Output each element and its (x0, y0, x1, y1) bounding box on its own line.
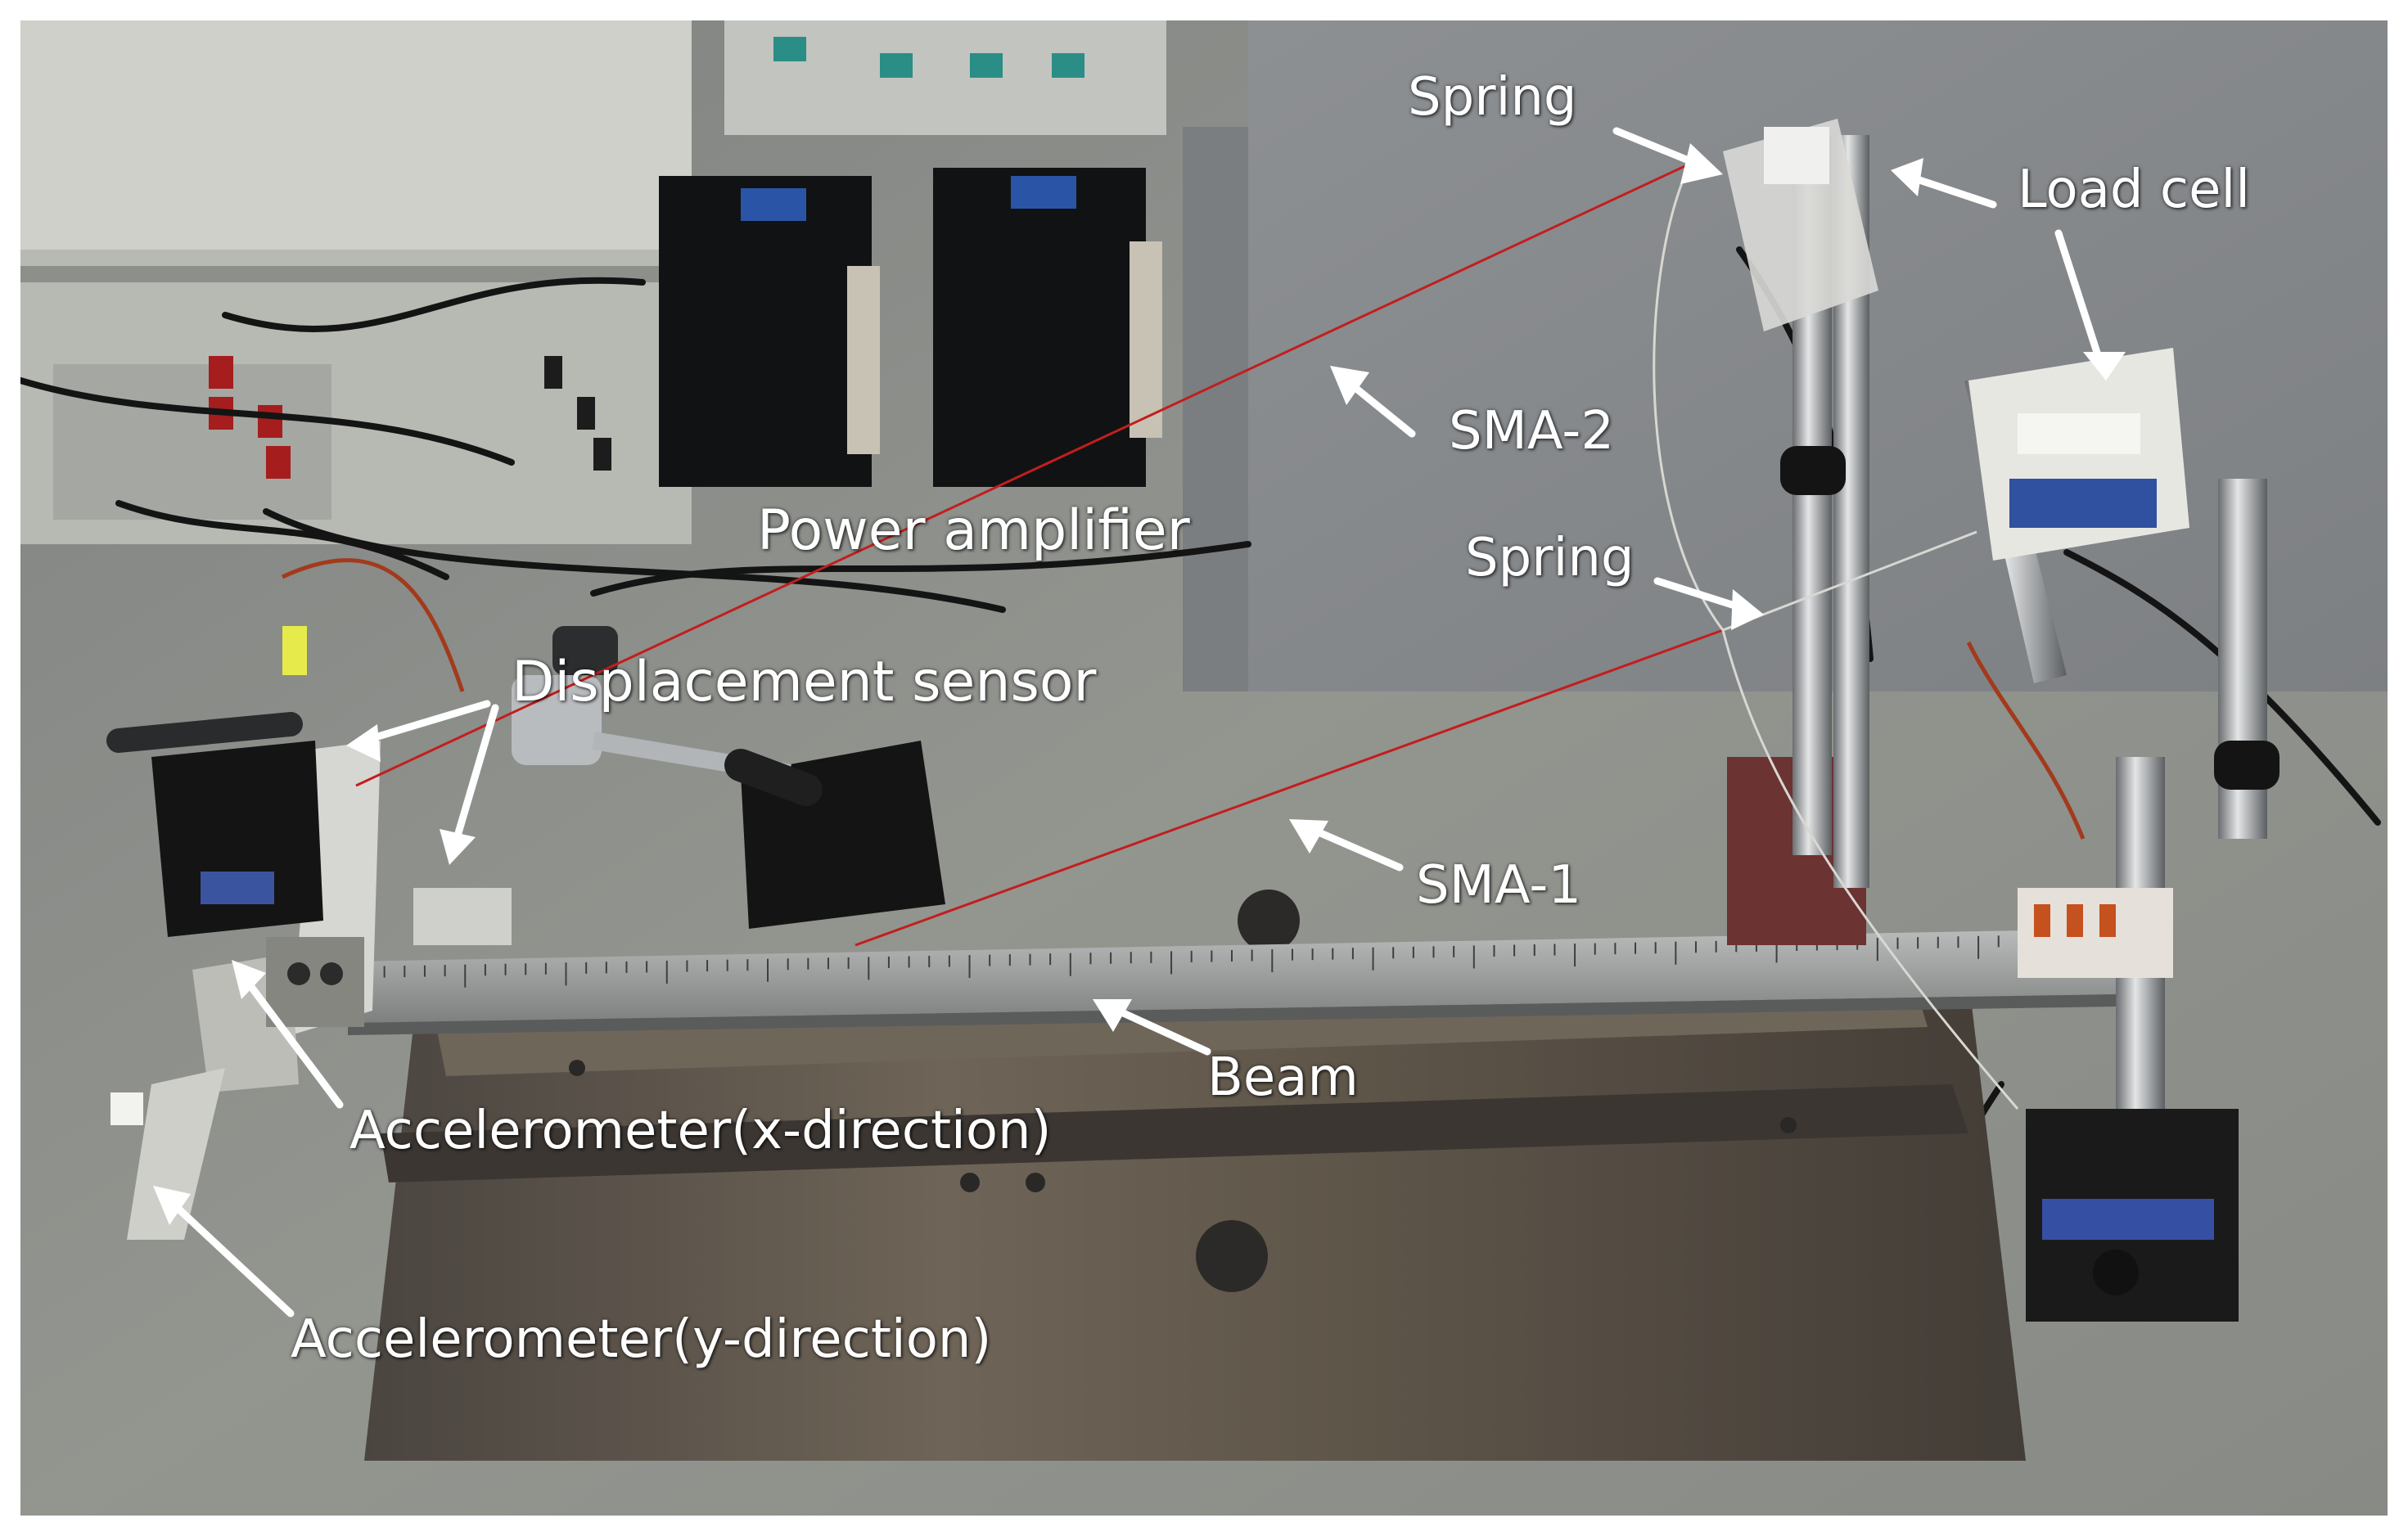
label-accelerometer-y: Accelerometer(y-direction) (291, 1309, 992, 1370)
label-beam: Beam (1207, 1047, 1359, 1108)
power-supply-equipment (20, 20, 1166, 544)
load-cell-assembly (1723, 119, 2189, 561)
power-amplifiers (659, 168, 1162, 487)
label-spring-mid: Spring (1465, 528, 1635, 588)
label-sma1: SMA-1 (1416, 855, 1582, 916)
photo-drawing (20, 20, 2388, 1516)
red-cables (281, 558, 2086, 840)
terminal-block (2018, 888, 2173, 978)
label-sma2: SMA-2 (1449, 401, 1615, 462)
label-displacement-sensor: Displacement sensor (512, 650, 1097, 714)
label-spring-top: Spring (1408, 67, 1577, 128)
label-power-amplifier: Power amplifier (757, 498, 1190, 563)
annotation-arrowheads (153, 143, 2126, 1225)
spring-wires (1653, 163, 2019, 1110)
beam (348, 929, 2116, 1035)
experimental-setup-photo: Spring Load cell SMA-2 Power amplifier S… (20, 20, 2388, 1516)
label-load-cell: Load cell (2018, 160, 2250, 220)
label-accelerometer-x: Accelerometer(x-direction) (349, 1101, 1052, 1161)
sma-wires (355, 162, 1724, 947)
displacement-sensor-stands (106, 626, 945, 945)
